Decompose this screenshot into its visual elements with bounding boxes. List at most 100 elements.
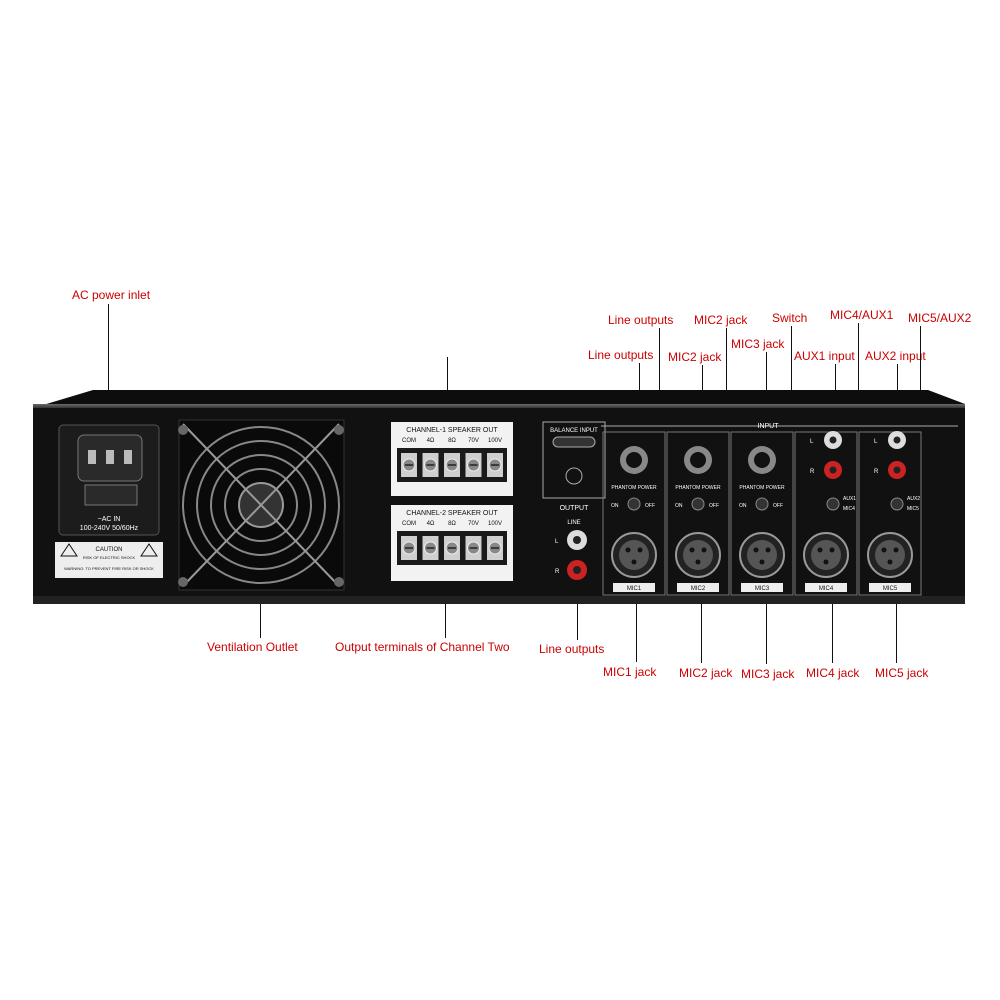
ch1-terminal-label: 70V <box>468 438 479 444</box>
balance-input-section: BALANCE INPUT OUTPUT LINE L R <box>542 421 606 575</box>
callout-mic1-jack: MIC1 jack <box>603 665 657 679</box>
callout-mic5-aux2: MIC5/AUX2 <box>908 311 972 325</box>
phantom-off-label: OFF <box>645 503 655 509</box>
line-output-rca-r[interactable] <box>567 560 587 580</box>
ch2-terminal-screw[interactable] <box>444 536 460 560</box>
mic5-switch-label: MIC5 <box>907 506 919 512</box>
leader-mic5 <box>896 580 897 663</box>
mic5-xlr-jack[interactable] <box>867 532 913 578</box>
mic5-aux2-switch[interactable] <box>890 497 904 511</box>
ch1-terminal-screw[interactable] <box>401 453 417 477</box>
mic4-xlr-jack[interactable] <box>803 532 849 578</box>
mic2-xlr-jack[interactable] <box>675 532 721 578</box>
ch2-terminal-label: 8Ω <box>448 521 456 527</box>
ac-spec-label: 100-240V 50/60Hz <box>80 525 139 532</box>
line-label: LINE <box>567 520 580 526</box>
callout-line-outputs-2: Line outputs <box>588 348 654 362</box>
caution-sub: RISK OF ELECTRIC SHOCK <box>83 555 136 560</box>
callout-mic5-jack: MIC5 jack <box>875 666 929 680</box>
mic3-xlr-jack[interactable] <box>739 532 785 578</box>
leader-mic1 <box>636 580 637 662</box>
aux1-rca-l[interactable] <box>824 431 842 449</box>
ch2-terminal-label: 70V <box>468 521 479 527</box>
mic-channel-frame <box>666 431 730 596</box>
ch1-terminal-label: 8Ω <box>448 438 456 444</box>
ch1-terminal-screw[interactable] <box>444 453 460 477</box>
aux2-r-label: R <box>874 469 879 475</box>
ch2-terminal-screw[interactable] <box>465 536 482 560</box>
ac-in-label: ~AC IN <box>98 516 121 523</box>
leader-mic4 <box>832 580 833 663</box>
amplifier-rear-panel: ~AC IN 100-240V 50/60Hz CAUTION RISK OF … <box>33 390 965 604</box>
mic-channel-frame <box>602 431 666 596</box>
aux1-rca-r[interactable] <box>824 461 842 479</box>
mic-label: MIC4 <box>819 586 834 592</box>
mic-label: MIC5 <box>883 586 898 592</box>
callout-mic2-jack-2: MIC2 jack <box>668 350 722 364</box>
aux2-rca-l[interactable] <box>888 431 906 449</box>
phantom-power-switch[interactable] <box>627 497 641 511</box>
ch2-header: CHANNEL-2 SPEAKER OUT <box>406 510 498 517</box>
phantom-power-switch[interactable] <box>691 497 705 511</box>
ch1-terminal-label: 100V <box>488 438 502 444</box>
mic3-phone-jack[interactable] <box>748 446 776 474</box>
mic-label: MIC2 <box>691 586 706 592</box>
mic1-phone-jack[interactable] <box>620 446 648 474</box>
mic-label: MIC3 <box>755 586 770 592</box>
ch2-terminal-screw[interactable] <box>401 536 417 560</box>
leader-mic3-bottom <box>766 580 767 664</box>
callout-output-terminals-ch2: Output terminals of Channel Two <box>335 640 510 654</box>
mic4-aux1-switch[interactable] <box>826 497 840 511</box>
warning-text: WARNING: TO PREVENT FIRE RISK OR SHOCK <box>64 566 154 571</box>
callout-ac-power-inlet: AC power inlet <box>72 288 151 302</box>
ch2-terminal-screw[interactable] <box>422 536 439 560</box>
ch1-terminal-screw[interactable] <box>465 453 482 477</box>
phantom-off-label: OFF <box>709 503 719 509</box>
channel-1-speaker-out[interactable]: CHANNEL-1 SPEAKER OUT COM 4Ω 8Ω 70V 100V <box>391 422 513 496</box>
phantom-power-switch[interactable] <box>755 497 769 511</box>
ch1-terminal-label: 4Ω <box>427 438 435 444</box>
callout-switch: Switch <box>772 311 808 325</box>
callout-mic3-jack-bottom: MIC3 jack <box>741 667 795 681</box>
mic-channel-frame <box>794 431 858 596</box>
callout-ventilation-outlet: Ventilation Outlet <box>207 640 298 654</box>
ch2-terminal-screw[interactable] <box>487 536 503 560</box>
phantom-power-label: PHANTOM POWER <box>611 485 657 491</box>
aux1-l-label: L <box>810 439 814 445</box>
phantom-off-label: OFF <box>773 503 783 509</box>
phantom-on-label: ON <box>611 503 619 509</box>
leader-line-outputs-bottom <box>577 575 578 640</box>
aux1-switch-label: AUX1 <box>843 496 856 502</box>
ch1-terminal-screw[interactable] <box>422 453 439 477</box>
mic2-phone-jack[interactable] <box>684 446 712 474</box>
ch1-terminal-label: COM <box>402 438 416 444</box>
phantom-power-label: PHANTOM POWER <box>675 485 721 491</box>
aux2-switch-label: AUX2 <box>907 496 920 502</box>
ch2-terminal-label: COM <box>402 521 416 527</box>
leader-mic2-bottom <box>701 580 702 663</box>
caution-title: CAUTION <box>96 547 123 553</box>
line-output-rca-l[interactable] <box>567 530 587 550</box>
mic-label: MIC1 <box>627 586 642 592</box>
ch1-terminal-screw[interactable] <box>487 453 503 477</box>
input-header: INPUT <box>758 423 780 430</box>
mic-channel-frame <box>858 431 922 596</box>
aux2-rca-r[interactable] <box>888 461 906 479</box>
phantom-power-label: PHANTOM POWER <box>739 485 785 491</box>
mic1-xlr-jack[interactable] <box>611 532 657 578</box>
callout-mic2-jack-top: MIC2 jack <box>694 313 748 327</box>
ch2-terminal-label: 4Ω <box>427 521 435 527</box>
ch1-header: CHANNEL-1 SPEAKER OUT <box>406 427 498 434</box>
callout-aux2-input: AUX2 input <box>865 349 926 363</box>
aux2-l-label: L <box>874 439 878 445</box>
mic4-switch-label: MIC4 <box>843 506 855 512</box>
output-label: OUTPUT <box>560 505 590 512</box>
ac-inlet[interactable]: ~AC IN 100-240V 50/60Hz <box>58 424 160 536</box>
callout-mic4-jack: MIC4 jack <box>806 666 860 680</box>
callout-aux1-input: AUX1 input <box>794 349 855 363</box>
leader-ac-power <box>108 304 109 426</box>
mic-channel-frame <box>730 431 794 596</box>
callout-mic4-aux1: MIC4/AUX1 <box>830 308 894 322</box>
fan-grille <box>178 419 345 591</box>
